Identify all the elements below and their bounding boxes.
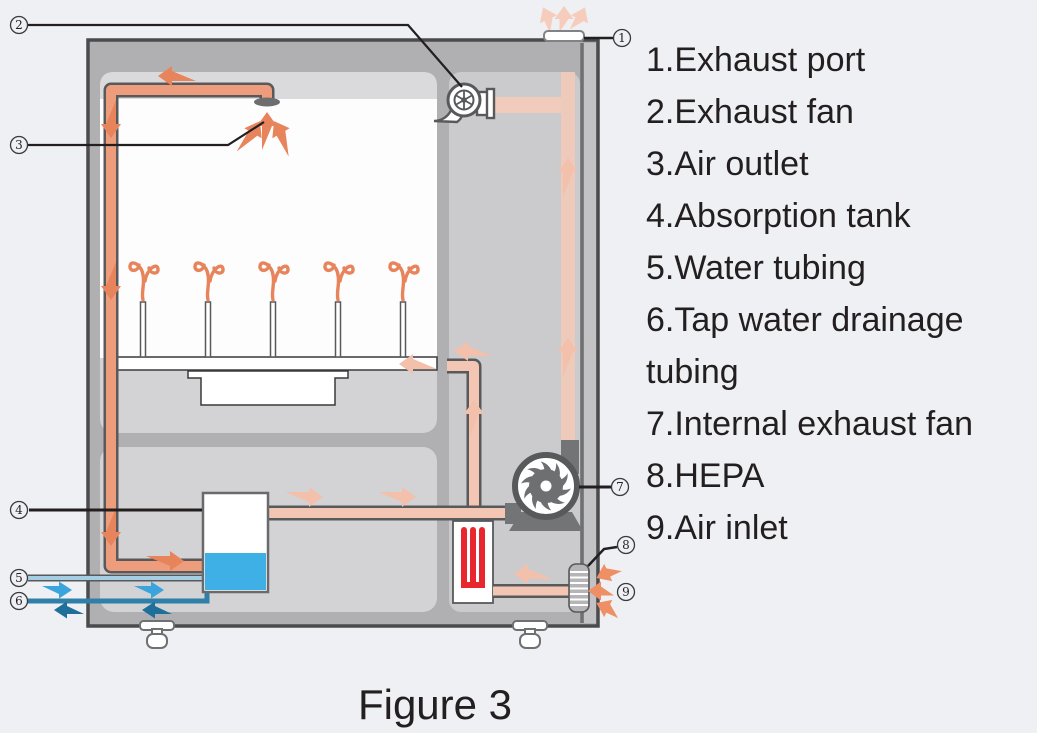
heater-box [452, 520, 494, 604]
callout-4-number: 4 [15, 503, 23, 517]
legend-item-absorption-tank: 4.Absorption tank [646, 197, 911, 235]
cabinet-foot [512, 620, 548, 649]
cabinet-door-strip [584, 43, 596, 623]
callout-1: 1 [612, 28, 632, 48]
drainage-tubing [28, 590, 210, 604]
circulation-pipe [103, 82, 275, 574]
sample-tubes [128, 261, 420, 358]
collection-tray [187, 370, 349, 406]
air-outlet-nozzle [254, 97, 280, 107]
callout-7: 7 [610, 477, 630, 497]
exhaust-fan-wheel-icon [453, 89, 475, 111]
leader-8 [587, 545, 618, 567]
exhaust-fan [433, 82, 496, 124]
legend-item-internal-exhaust-fan: 7.Internal exhaust fan [646, 405, 974, 443]
callout-2: 2 [9, 15, 29, 35]
exhaust-port [534, 3, 594, 42]
water-flow-arrow [42, 581, 72, 599]
callout-5-number: 5 [15, 571, 23, 585]
legend: 1.Exhaust port 2.Exhaust fan 3.Air outle… [646, 34, 1037, 554]
callout-markers: 1 2 3 4 5 6 7 8 [9, 15, 636, 611]
internal-exhaust-fan [509, 440, 583, 531]
callout-4: 4 [9, 500, 29, 520]
hepa-filter [568, 563, 590, 613]
heater-riser-pipe [447, 358, 482, 523]
callout-8: 8 [616, 535, 636, 555]
upper-chamber [100, 72, 437, 433]
legend-item-air-outlet: 3.Air outlet [646, 145, 809, 183]
callout-6-number: 6 [15, 594, 23, 608]
drain-flow-arrow [54, 601, 84, 619]
sample-tube [399, 301, 407, 358]
callout-5: 5 [9, 568, 29, 588]
callout-7-number: 7 [616, 480, 624, 494]
callout-9: 9 [616, 582, 636, 602]
callout-2-number: 2 [15, 18, 23, 32]
sample-tube [204, 301, 212, 358]
legend-item-exhaust-port: 1.Exhaust port [646, 41, 866, 79]
callout-9-number: 9 [622, 585, 630, 599]
exhaust-fan-pipe [489, 97, 561, 113]
legend-item-hepa: 8.HEPA [646, 457, 765, 495]
legend-item-water-tubing: 5.Water tubing [646, 249, 866, 287]
figure-caption: Figure 3 [357, 681, 513, 728]
chamber-white-area [100, 99, 437, 358]
tank-water [205, 553, 266, 590]
fan-impeller [519, 459, 573, 513]
sample-shelf [111, 356, 438, 371]
callout-6: 6 [9, 591, 29, 611]
callout-leaders [28, 23, 618, 567]
callout-3: 3 [9, 135, 29, 155]
riser-pipe [561, 72, 575, 445]
leader-2 [28, 23, 463, 88]
fan-base [509, 512, 583, 531]
heater-coil [461, 527, 485, 588]
cabinet-foot [139, 620, 175, 649]
legend-item-drainage-tubing: 6.Tap water drainage tubing [646, 301, 964, 391]
callout-8-number: 8 [622, 538, 630, 552]
sample-tube [269, 301, 277, 358]
leader-3 [28, 121, 265, 147]
legend-item-exhaust-fan: 2.Exhaust fan [646, 93, 854, 131]
sample-tube [139, 301, 147, 358]
absorption-tank [201, 491, 270, 594]
sample-tube [334, 301, 342, 358]
legend-item-air-inlet: 9.Air inlet [646, 509, 788, 547]
callout-1-number: 1 [618, 31, 626, 45]
callout-3-number: 3 [15, 138, 23, 152]
